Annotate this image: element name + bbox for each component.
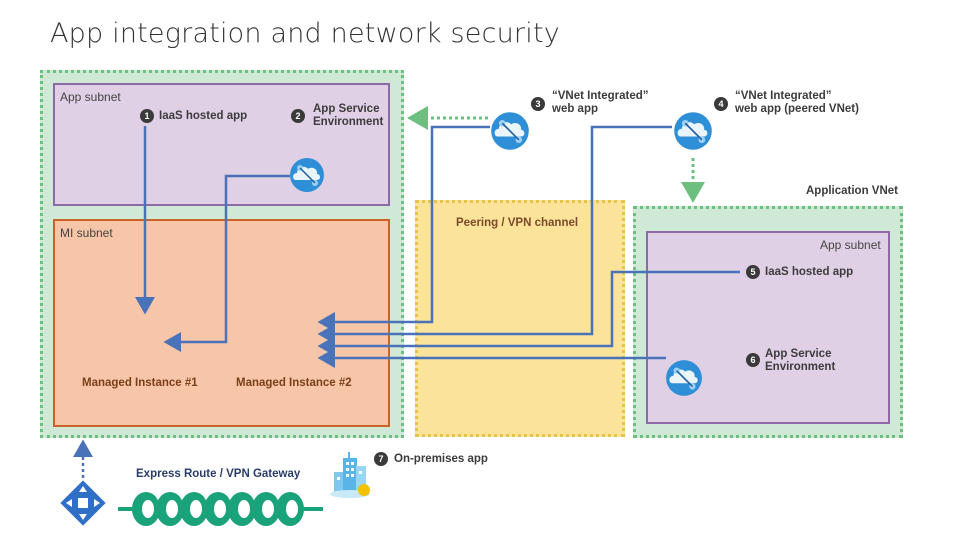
vnet-webapp-peered-label-line2: web app (peered VNet)	[735, 103, 859, 115]
on-premises-building-icon	[328, 450, 372, 505]
arrow-webapp-to-mi2	[317, 125, 490, 332]
application-vnet-label: Application VNet	[806, 185, 899, 197]
iaas-left-label: IaaS hosted app	[159, 110, 248, 122]
ase-left-label: App Service Environment	[313, 103, 383, 129]
ase-right-label: App Service Environment	[765, 348, 835, 374]
badge-6: 6	[746, 353, 760, 367]
badge-1: 1	[140, 109, 154, 123]
vnet-webapp-label-line2: web app	[552, 103, 599, 115]
badge-7: 7	[374, 452, 388, 466]
ase-right-label-line2: Environment	[765, 361, 836, 373]
iaas-right-label: IaaS hosted app	[765, 266, 854, 278]
badge-4: 4	[714, 97, 728, 111]
vnet-webapp-icon	[489, 110, 531, 157]
arrow-peered-webapp-to-mi2	[317, 125, 672, 344]
app-subnet-right-label: App subnet	[820, 238, 881, 252]
gateway-icon	[58, 478, 108, 533]
arrow-ase-to-mi1	[163, 174, 290, 352]
vnet-webapp-label-line1: “VNet Integrated”	[552, 90, 649, 102]
onprem-label: On-premises app	[394, 453, 488, 465]
app-subnet-left	[53, 83, 390, 206]
app-service-env-icon-left	[288, 156, 326, 199]
vnet-webapp-peered-label-line1: “VNet Integrated”	[735, 90, 832, 102]
ase-left-label-line1: App Service	[313, 103, 380, 115]
app-subnet-left-label: App subnet	[60, 90, 121, 104]
ase-right-label-line1: App Service	[765, 348, 832, 360]
ase-left-label-line2: Environment	[313, 116, 384, 128]
page-title: App integration and network security	[50, 18, 560, 49]
managed-instance-1-label: Managed Instance #1	[82, 377, 198, 389]
gateway-label: Express Route / VPN Gateway	[136, 468, 301, 480]
vnet-webapp-peered-label: “VNet Integrated” web app (peered VNet)	[735, 90, 859, 116]
vnet-webapp-label: “VNet Integrated” web app	[552, 90, 649, 116]
express-route-chain-icon	[118, 490, 323, 533]
badge-2: 2	[291, 109, 305, 123]
arrow-iaas-right-to-mi2	[317, 270, 740, 356]
app-service-env-icon-right	[664, 358, 704, 403]
badge-3: 3	[531, 97, 545, 111]
peering-vpn-region	[415, 200, 625, 437]
badge-5: 5	[746, 265, 760, 279]
peering-label: Peering / VPN channel	[456, 217, 579, 229]
managed-instance-2-label: Managed Instance #2	[236, 377, 352, 389]
vnet-webapp-peered-icon	[672, 110, 714, 157]
mi-subnet-label: MI subnet	[60, 226, 113, 240]
